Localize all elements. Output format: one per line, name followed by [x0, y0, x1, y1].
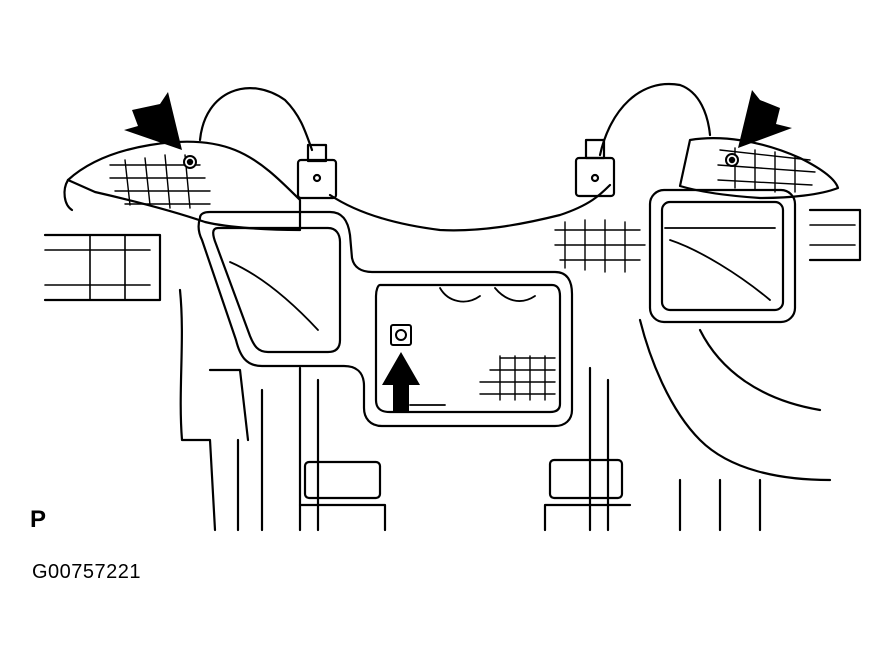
figure-id: G00757221 — [32, 561, 142, 583]
lower-center-pedestals — [298, 366, 632, 532]
lower-left-housing — [43, 233, 264, 532]
center-right-hatch — [554, 219, 646, 273]
center-panel — [374, 283, 562, 414]
harness-cable — [328, 183, 612, 232]
view-label: P — [30, 506, 47, 533]
left-outlet-vent — [212, 226, 342, 354]
right-connector — [574, 138, 616, 198]
right-bolt-arrow — [738, 90, 792, 148]
left-connector — [296, 143, 338, 200]
left-duct-wing — [66, 140, 302, 232]
center-panel-hatch — [479, 355, 556, 401]
left-wire-harness — [198, 87, 314, 152]
left-wing-hatch — [109, 154, 211, 209]
right-duct-wing — [678, 137, 840, 200]
main-duct-body — [197, 210, 574, 428]
center-bolt-arrow — [382, 352, 420, 412]
lower-right-housing — [638, 208, 862, 532]
left-bolt-arrow — [124, 92, 182, 150]
right-outlet-vent — [648, 188, 797, 324]
right-wire-harness — [598, 82, 712, 157]
